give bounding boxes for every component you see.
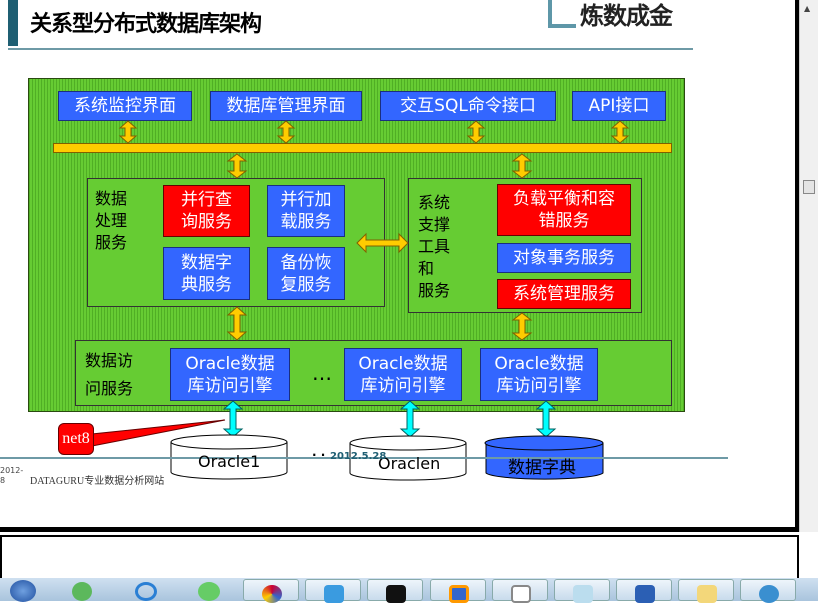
notepad-icon — [573, 585, 593, 603]
logo: 炼数成金 — [548, 0, 698, 28]
box-load-balance: 负载平衡和容 错服务 — [497, 184, 631, 236]
scroll-thumb[interactable] — [803, 180, 815, 194]
word-icon — [635, 585, 655, 603]
pinwheel-icon — [262, 585, 282, 603]
arrow-bus-right — [511, 153, 533, 179]
taskbar-folder[interactable] — [678, 579, 734, 603]
box-parallel-query: 并行查 询服务 — [163, 185, 250, 237]
box-sql-interface: 交互SQL命令接口 — [380, 91, 556, 121]
browser-icon — [759, 585, 779, 603]
interface-bus-bar — [53, 143, 672, 153]
db-oracle1-label: Oracle1 — [198, 452, 261, 471]
box-parallel-load: 并行加 载服务 — [267, 185, 345, 237]
box-backup-restore: 备份恢 复服务 — [267, 247, 345, 300]
powerpoint-icon — [511, 585, 531, 603]
box-oracle-engine-3: Oracle数据 库访问引擎 — [480, 348, 598, 401]
cylinder-oraclen — [349, 435, 467, 481]
data-access-label: 数据访 问服务 — [85, 351, 134, 398]
next-slide-pane — [0, 535, 799, 578]
arrow-oraclen — [399, 400, 421, 438]
taskbar — [0, 578, 818, 603]
taskbar-vmware[interactable] — [430, 579, 486, 603]
box-monitor-ui: 系统监控界面 — [58, 91, 192, 121]
arrow-api — [610, 120, 630, 144]
ie-icon[interactable] — [135, 582, 157, 601]
footer-date: 2012- 8 — [0, 466, 24, 485]
db-dictionary-label: 数据字典 — [508, 458, 576, 478]
messenger-icon[interactable] — [72, 582, 92, 601]
slide-title: 关系型分布式数据库架构 — [30, 12, 262, 37]
footer-divider — [0, 457, 728, 459]
taskbar-pinwheel[interactable] — [243, 579, 299, 603]
cylinder-dictionary — [484, 435, 604, 480]
net8-callout: net8 — [58, 423, 94, 455]
taskbar-word[interactable] — [616, 579, 672, 603]
arrow-horizontal — [356, 232, 409, 254]
window-bottom-border — [0, 527, 799, 532]
scroll-up-icon[interactable]: ▲ — [804, 4, 811, 13]
qq-icon — [324, 585, 344, 603]
green-app-icon[interactable] — [198, 582, 220, 601]
taskbar-notepad[interactable] — [554, 579, 610, 603]
taskbar-qq[interactable] — [305, 579, 361, 603]
box-system-management: 系统管理服务 — [497, 279, 631, 309]
taskbar-powerpoint[interactable] — [492, 579, 548, 603]
arrow-oracle1 — [222, 400, 244, 438]
arrow-bus-left — [226, 153, 248, 179]
box-api: API接口 — [572, 91, 666, 121]
logo-bars-icon — [548, 0, 576, 28]
data-processing-label: 数据 处理 服务 — [95, 189, 128, 252]
box-data-dictionary-service: 数据字 典服务 — [163, 247, 250, 300]
box-oracle-engine-2: Oracle数据 库访问引擎 — [344, 348, 462, 401]
arrow-dictionary — [535, 400, 557, 438]
arrow-right-access — [511, 312, 533, 341]
slide-date: 2012.5.28 — [330, 451, 387, 462]
vertical-scrollbar[interactable]: ▲ — [799, 0, 818, 532]
cylinder-oracle1 — [170, 434, 288, 480]
logo-text: 炼数成金 — [580, 2, 673, 28]
box-object-transaction: 对象事务服务 — [497, 243, 631, 273]
footer-site: DATAGURU专业数据分析网站 — [30, 476, 165, 487]
arrow-monitor — [118, 120, 138, 144]
vmware-icon — [449, 585, 469, 603]
title-accent-bar — [8, 0, 18, 46]
taskbar-browser[interactable] — [740, 579, 796, 603]
db-oraclen-label: Oraclen — [378, 454, 441, 473]
engine-ellipsis: … — [312, 361, 332, 385]
system-support-label: 系统 支撑 工具 和 服务 — [418, 193, 451, 300]
arrow-admin — [276, 120, 296, 144]
box-oracle-engine-1: Oracle数据 库访问引擎 — [170, 348, 290, 401]
arrow-left-access — [226, 306, 248, 341]
cmd-icon — [386, 585, 406, 603]
title-divider — [8, 48, 693, 50]
window-right-border — [795, 0, 799, 532]
db-ellipsis: · · — [312, 448, 326, 462]
folder-icon — [697, 585, 717, 603]
windows-start-icon[interactable] — [10, 580, 36, 602]
taskbar-cmd[interactable] — [367, 579, 423, 603]
arrow-sql — [466, 120, 486, 144]
